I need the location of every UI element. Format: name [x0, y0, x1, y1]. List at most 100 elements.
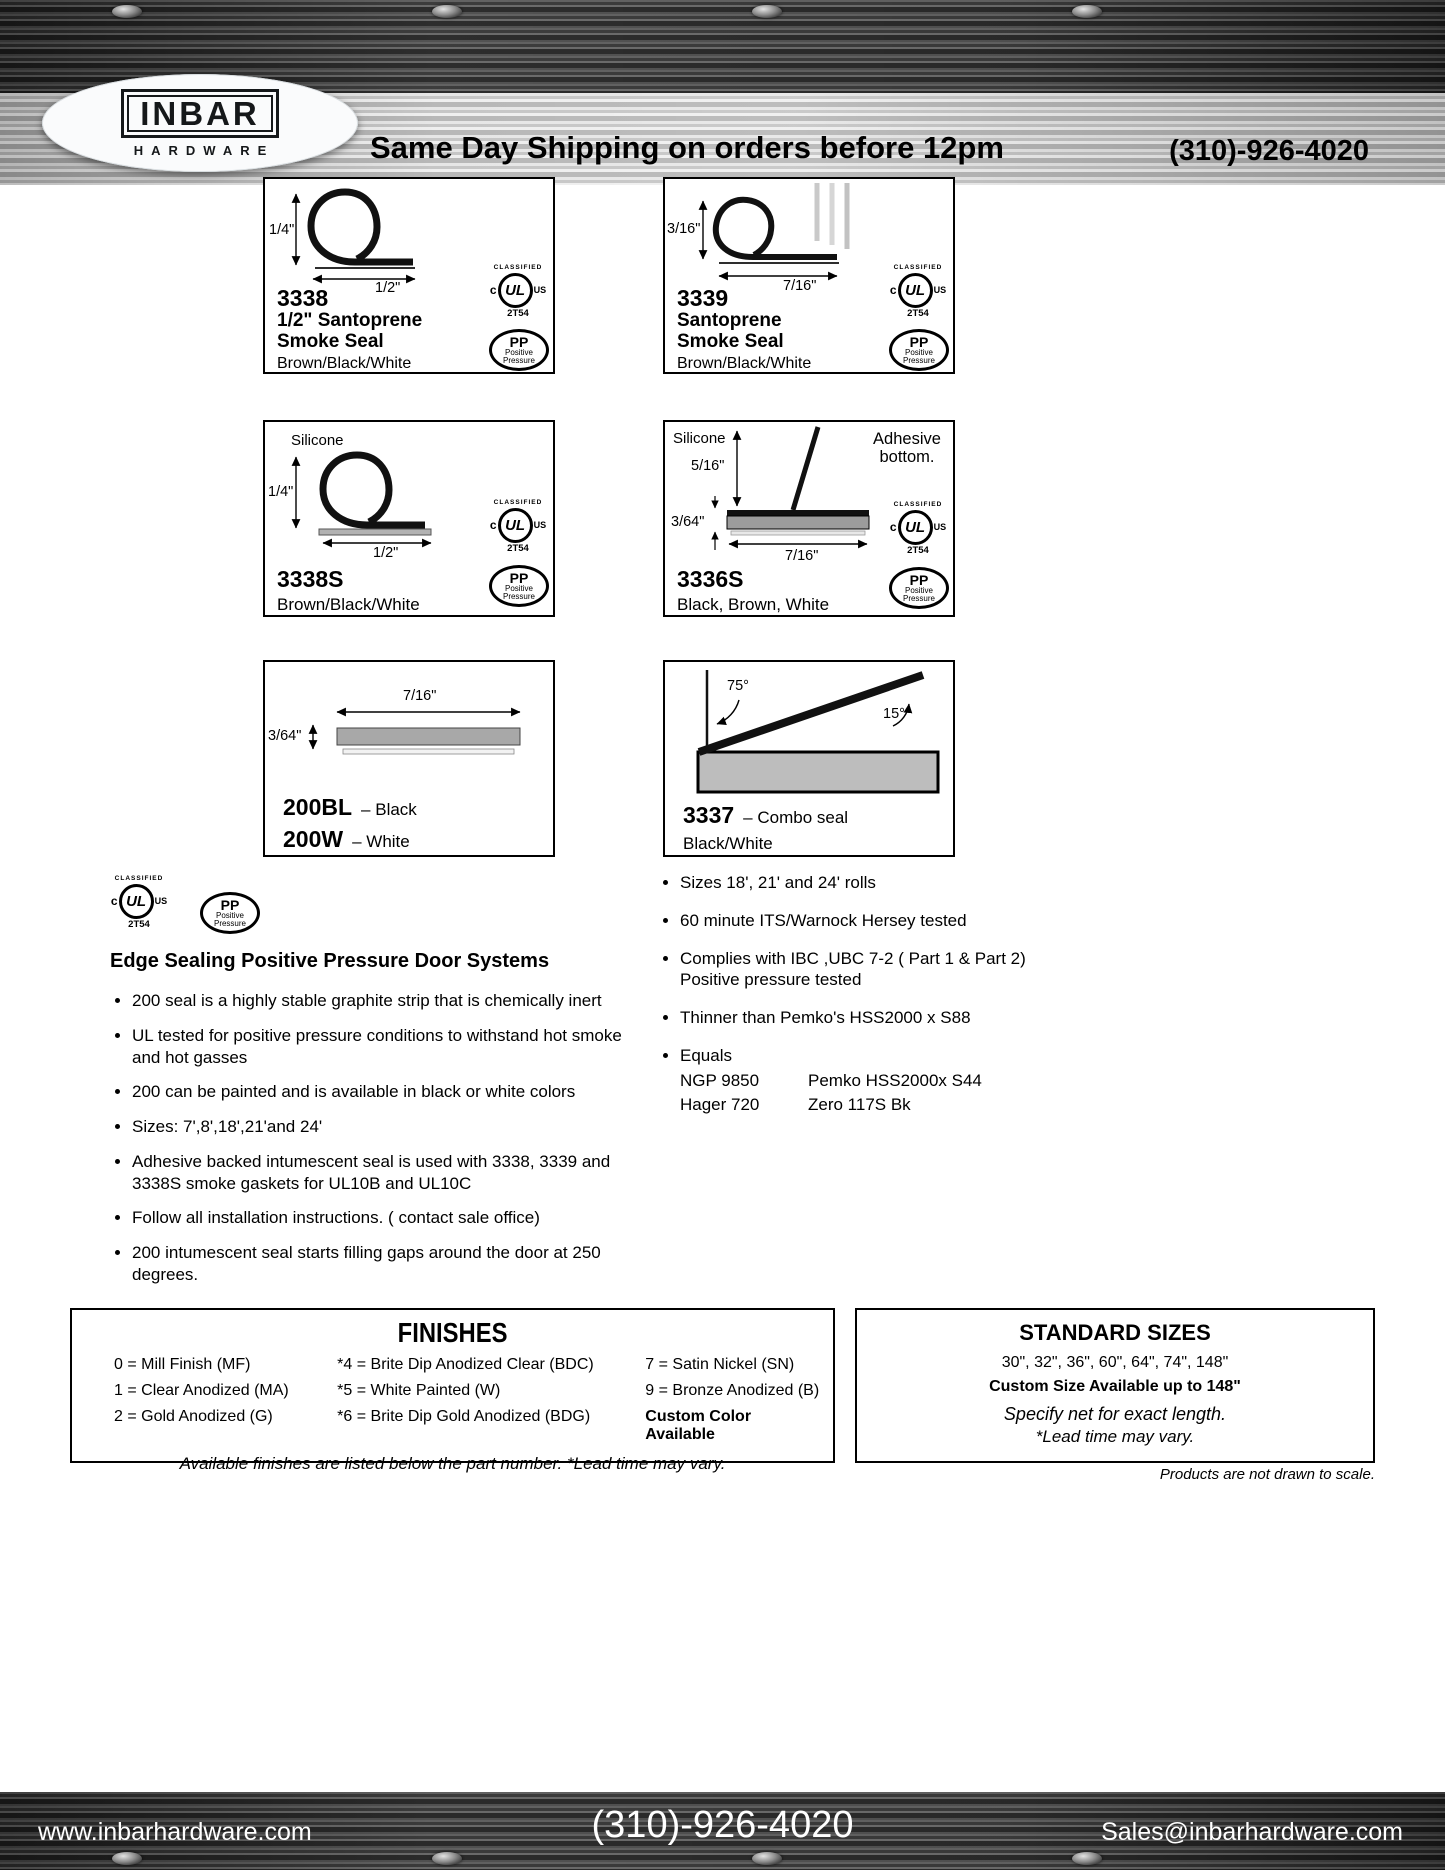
positive-pressure-badge: PP Positive Pressure [489, 565, 549, 607]
equals-table: NGP 9850 Pemko HSS2000x S44 Hager 720 Ze… [680, 1070, 1060, 1117]
dimension-label: 3/16" [667, 221, 701, 237]
bullet-item: Sizes: 7',8',18',21'and 24' [132, 1116, 627, 1138]
product-colors: Brown/Black/White [677, 355, 812, 373]
standard-sizes-panel: STANDARD SIZES 30", 32", 36", 60", 64", … [855, 1308, 1375, 1463]
ul-classified-badge: CLASSIFIED c UL US 2T54 [889, 501, 947, 556]
positive-pressure-badge: PP Positive Pressure [200, 892, 260, 934]
footer-website: www.inbarhardware.com [38, 1818, 312, 1846]
screw-icon [752, 5, 782, 18]
product-box-3337: 75° 15° 3337 – Combo seal Black/White [663, 660, 955, 857]
dimension-label: 1/2" [375, 280, 401, 296]
product-id: 3336S [677, 566, 744, 592]
bullet-item: UL tested for positive pressure conditio… [132, 1025, 627, 1069]
dimension-label: 5/16" [691, 458, 725, 474]
product-title: Smoke Seal [277, 331, 384, 353]
product-title: Santoprene [677, 310, 782, 332]
finishes-title: FINISHES [397, 1317, 508, 1348]
product-id: 200BL [283, 794, 353, 820]
finish-item: *6 = Brite Dip Gold Anodized (BDG) [337, 1408, 591, 1425]
seal-profile-diagram [698, 183, 850, 281]
product-id: 3338 [277, 285, 329, 311]
product-variant-row: 200W – White [283, 826, 410, 853]
adhesive-note: Adhesive bottom. [873, 430, 941, 467]
product-title: 1/2" Santoprene [277, 310, 423, 332]
dimension-label: 7/16" [403, 688, 437, 704]
product-color: – White [352, 832, 410, 851]
finish-item: 2 = Gold Anodized (G) [114, 1408, 273, 1425]
product-box-200: 7/16" 3/64" 200BL – Black 200W – White [263, 660, 555, 857]
equals-cell: Hager 720 [680, 1095, 760, 1115]
angle-label: 15° [883, 706, 905, 722]
bullet-item: Equals NGP 9850 Pemko HSS2000x S44 Hager… [680, 1045, 1060, 1116]
ul-classified-badge: CLASSIFIED c UL US 2T54 [489, 499, 547, 554]
bullet-item: 200 intumescent seal starts filling gaps… [132, 1242, 627, 1286]
dimension-label: 1/2" [373, 545, 399, 561]
finishes-panel: FINISHES 0 = Mill Finish (MF) 1 = Clear … [70, 1308, 835, 1473]
finish-item: Custom Color Available [645, 1408, 752, 1443]
finish-item: 1 = Clear Anodized (MA) [114, 1382, 289, 1399]
product-text: 3338 1/2" Santoprene Smoke Seal Brown/Bl… [277, 285, 423, 373]
sizes-specify: Specify net for exact length. [1003, 1404, 1227, 1424]
footer-phone: (310)-926-4020 [591, 1804, 854, 1846]
screw-icon [112, 5, 142, 18]
seal-profile-diagram [291, 451, 432, 548]
finish-item: 9 = Bronze Anodized (B) [645, 1382, 820, 1399]
logo-subtext: HARDWARE [133, 142, 275, 158]
product-id: 3338S [277, 566, 344, 592]
positive-pressure-badge: PP Positive Pressure [889, 567, 949, 609]
product-color: – Black [361, 800, 417, 819]
scale-disclaimer: Products are not drawn to scale. [1159, 1466, 1375, 1483]
product-id: 200W [283, 826, 344, 852]
product-text: 3338S Brown/Black/White [277, 566, 420, 615]
bullet-item: 60 minute ITS/Warnock Hersey tested [680, 910, 1060, 932]
dimension-label: 7/16" [783, 278, 817, 294]
equals-cell: NGP 9850 [680, 1070, 760, 1090]
product-colors: Brown/Black/White [277, 355, 412, 373]
section-heading: Edge Sealing Positive Pressure Door Syst… [110, 950, 550, 972]
footer-metal-bar: www.inbarhardware.com (310)-926-4020 Sal… [0, 1792, 1445, 1870]
finish-item: 0 = Mill Finish (MF) [114, 1356, 251, 1373]
finishes-note: Available finishes are listed below the … [179, 1454, 726, 1473]
header-phone: (310)-926-4020 [1169, 135, 1369, 167]
product-box-3339: 3/16" 7/16" 3339 Santoprene Smoke Seal B… [663, 177, 955, 374]
product-text: 3339 Santoprene Smoke Seal Brown/Black/W… [677, 285, 812, 373]
material-label: Silicone [673, 430, 726, 447]
equals-cell: Zero 117S Bk [808, 1095, 911, 1115]
finishes-column: *4 = Brite Dip Anodized Clear (BDC) *5 =… [337, 1356, 645, 1444]
material-label: Silicone [291, 432, 344, 449]
dimension-label: 1/4" [268, 484, 294, 500]
bullet-item: 200 can be painted and is available in b… [132, 1081, 627, 1103]
product-colors: Black/White [683, 834, 773, 853]
product-text: 3337 – Combo seal [683, 802, 848, 829]
seal-profile-diagram [308, 707, 521, 755]
right-bullet-list: Sizes 18', 21' and 24' rolls 60 minute I… [660, 872, 1060, 1132]
product-box-3338s: Silicone 1/4" 1/2" 3338S Brown/Black/Whi… [263, 420, 555, 617]
ul-classified-badge: CLASSIFIED c UL US 2T54 [110, 875, 168, 930]
positive-pressure-badge: PP Positive Pressure [489, 329, 549, 371]
finish-item: 7 = Satin Nickel (SN) [645, 1356, 795, 1373]
product-box-3336s: Silicone Adhesive bottom. 5/16" 3/64" 7/… [663, 420, 955, 617]
screw-icon [1072, 5, 1102, 18]
bullet-item: Complies with IBC ,UBC 7-2 ( Part 1 & Pa… [680, 948, 1060, 992]
product-desc: – Combo seal [743, 808, 849, 827]
ul-classified-badge: CLASSIFIED c UL US 2T54 [889, 264, 947, 319]
product-colors: Black, Brown, White [677, 595, 830, 615]
dimension-label: 7/16" [785, 548, 819, 564]
product-id: 3337 [683, 802, 735, 828]
equals-label: Equals [680, 1045, 732, 1065]
bullet-item: Sizes 18', 21' and 24' rolls [680, 872, 1060, 894]
ul-classified-badge: CLASSIFIED c UL US 2T54 [489, 264, 547, 319]
dimension-label: 1/4" [269, 222, 295, 238]
shipping-banner: Same Day Shipping on orders before 12pm [370, 130, 1004, 165]
bullet-item: Follow all installation instructions. ( … [132, 1207, 627, 1229]
sizes-custom: Custom Size Available up to 148" [989, 1378, 1241, 1395]
sizes-list: 30", 32", 36", 60", 64", 74", 148" [1001, 1354, 1229, 1371]
screw-icon [752, 1852, 782, 1865]
screw-icon [432, 1852, 462, 1865]
product-variant-row: 200BL – Black [283, 794, 417, 821]
positive-pressure-badge: PP Positive Pressure [889, 329, 949, 371]
seal-profile-diagram [291, 188, 416, 284]
finish-item: *5 = White Painted (W) [337, 1382, 501, 1399]
screw-icon [432, 5, 462, 18]
